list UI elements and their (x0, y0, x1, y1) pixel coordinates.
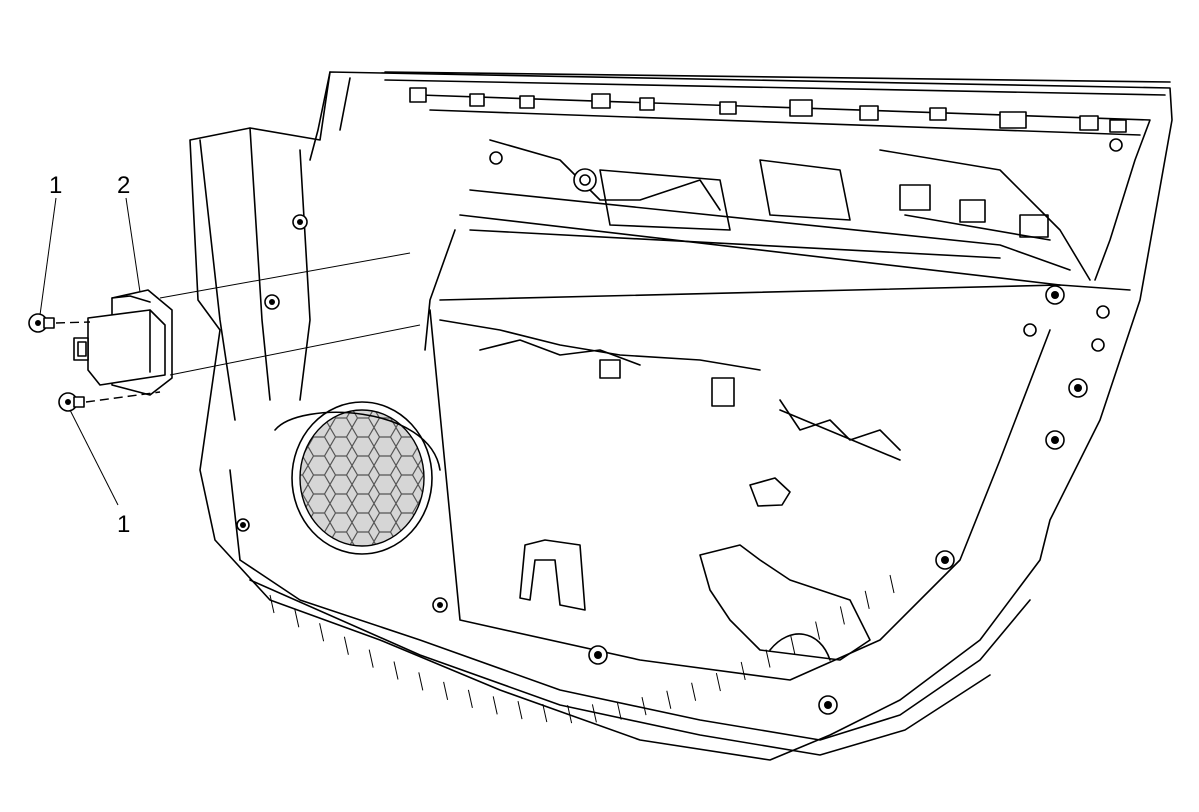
trim-rib (815, 621, 821, 640)
callout-label-module: 2 (117, 172, 130, 199)
trim-rib (492, 696, 498, 715)
module-assembly (73, 289, 173, 396)
latch-mechanism (489, 138, 1123, 281)
door-panel (189, 71, 1173, 761)
upper-clip-row (409, 87, 1127, 133)
trim-rib (765, 649, 771, 668)
trim-rib (691, 682, 697, 701)
callout-label-screw-bottom: 1 (117, 511, 130, 538)
screw-bottom (58, 392, 85, 412)
trim-rib (467, 689, 473, 709)
trim-rib (368, 649, 374, 668)
trim-rib (616, 701, 622, 720)
trim-rib (517, 701, 523, 720)
lower-trim-ribs (269, 574, 895, 724)
trim-rib (839, 606, 845, 625)
trim-rib (666, 690, 672, 709)
trim-rib (542, 703, 548, 723)
speaker-grille (274, 401, 441, 555)
trim-rib (641, 697, 647, 716)
trim-rib (740, 661, 746, 681)
panel-fasteners (236, 214, 1110, 715)
callout-label-screw-top: 1 (49, 172, 62, 199)
trim-rib (591, 704, 597, 723)
trim-rib (393, 661, 399, 680)
trim-rib (269, 594, 275, 614)
trim-rib (443, 681, 449, 700)
assembly-lines (55, 252, 421, 403)
screw-top (28, 313, 55, 333)
armrest-pull-cup (519, 477, 871, 661)
trim-rib (889, 574, 895, 594)
trim-rib (864, 590, 870, 609)
trim-rib (343, 636, 349, 655)
trim-rib (790, 635, 796, 655)
trim-rib (418, 672, 424, 691)
trim-rib (567, 705, 573, 724)
trim-rib (294, 609, 300, 628)
trim-rib (319, 623, 325, 642)
trim-rib (715, 672, 721, 692)
control-harness-row (439, 319, 901, 461)
leader-lines (39, 197, 141, 506)
